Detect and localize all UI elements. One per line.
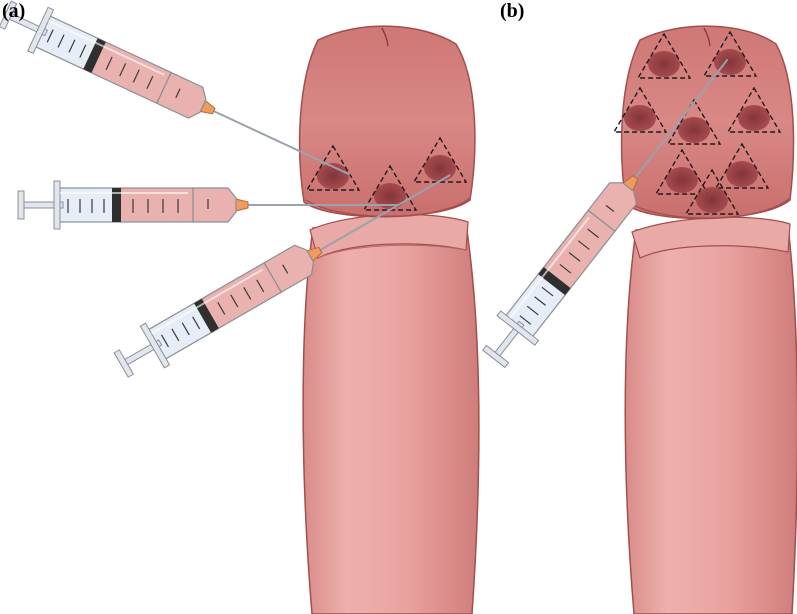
panel-a-illustration [298,25,480,614]
panel-label-a: (a) [2,0,26,22]
panel-b-illustration [613,25,797,614]
panel-label-b: (b) [500,0,525,22]
